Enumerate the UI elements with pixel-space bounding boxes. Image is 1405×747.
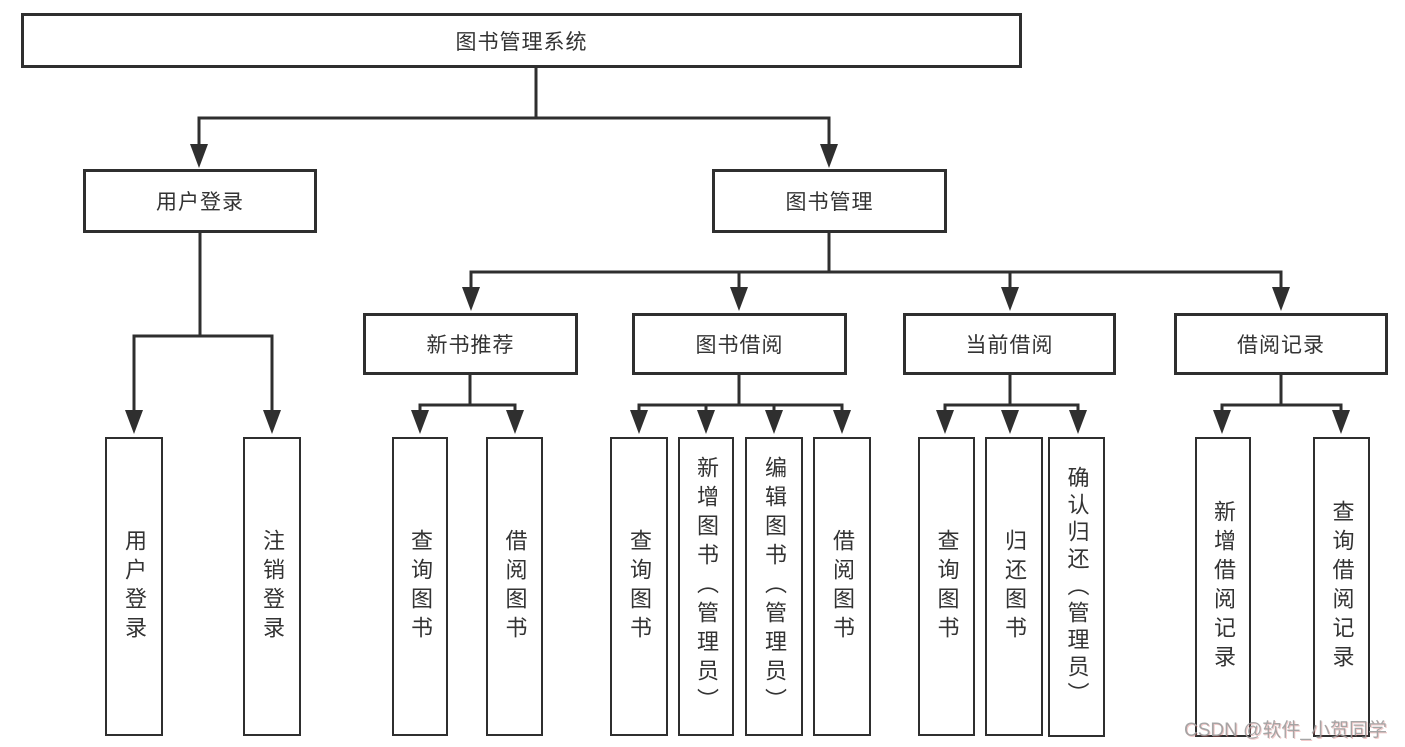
node-book-management: 图书管理 (712, 169, 947, 233)
node-label: 确认归还（管理员） (1064, 465, 1090, 709)
node-label: 查询图书 (934, 528, 960, 645)
node-current-borrowing: 当前借阅 (903, 313, 1116, 375)
leaf-query-borrow-record: 查询借阅记录 (1313, 437, 1370, 737)
leaf-query-books-2: 查询图书 (610, 437, 668, 736)
leaf-borrow-books-1: 借阅图书 (486, 437, 543, 736)
leaf-return-books: 归还图书 (985, 437, 1043, 736)
leaf-logout: 注销登录 (243, 437, 301, 736)
node-book-borrowing: 图书借阅 (632, 313, 847, 375)
node-label: 借阅图书 (830, 528, 855, 645)
leaf-add-book-admin: 新增图书（管理员） (678, 437, 734, 736)
node-borrowing-records: 借阅记录 (1174, 313, 1388, 375)
leaf-borrow-books-2: 借阅图书 (813, 437, 871, 736)
node-library-management-system: 图书管理系统 (21, 13, 1022, 68)
node-user-login: 用户登录 (83, 169, 317, 233)
watermark: CSDN @软件_小贺同学 (1184, 720, 1387, 741)
node-label: 借阅记录 (1237, 334, 1325, 357)
node-label: 编辑图书（管理员） (762, 456, 787, 717)
node-label: 用户登录 (156, 191, 244, 214)
node-label: 图书管理 (785, 191, 874, 214)
node-label: 注销登录 (260, 528, 285, 645)
leaf-add-borrow-record: 新增借阅记录 (1195, 437, 1251, 737)
leaf-query-books-3: 查询图书 (918, 437, 975, 736)
node-label: 图书借阅 (695, 334, 784, 357)
node-label: 查询图书 (627, 528, 652, 645)
node-label: 图书管理系统 (455, 30, 588, 54)
leaf-user-login: 用户登录 (105, 437, 163, 736)
node-label: 新增借阅记录 (1211, 500, 1236, 674)
leaf-edit-book-admin: 编辑图书（管理员） (745, 437, 803, 736)
node-label: 借阅图书 (502, 528, 528, 645)
node-label: 用户登录 (122, 528, 147, 645)
node-label: 新书推荐 (426, 334, 515, 357)
node-label: 新增图书（管理员） (694, 456, 719, 717)
node-new-book-recommend: 新书推荐 (363, 313, 578, 375)
leaf-query-books-1: 查询图书 (392, 437, 448, 736)
node-label: 当前借阅 (965, 334, 1054, 357)
node-label: 归还图书 (1002, 528, 1027, 645)
node-label: 查询图书 (408, 528, 433, 645)
node-label: 查询借阅记录 (1329, 500, 1355, 674)
leaf-confirm-return-admin: 确认归还（管理员） (1048, 437, 1105, 737)
